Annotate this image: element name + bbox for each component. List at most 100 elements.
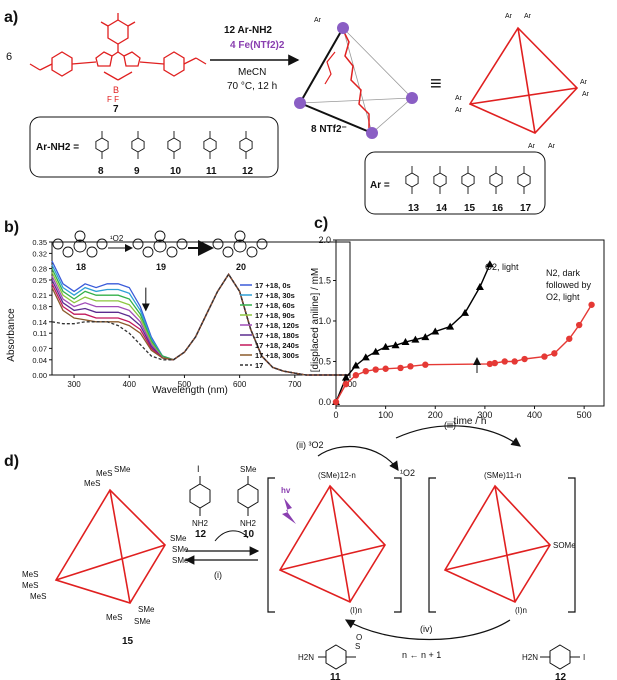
bracket-left-2 <box>428 477 436 613</box>
aniline-10-nh2: NH2 <box>240 519 257 528</box>
t15-sme-right-1: SMe <box>170 534 187 543</box>
ar-vertex-left-1: Ar <box>455 95 463 102</box>
compound-20-number: 20 <box>236 262 246 272</box>
legend-entry: 17 +18, 240s <box>255 341 299 350</box>
benzene-ring <box>461 172 475 188</box>
x-tick-label: 800 <box>343 380 357 389</box>
data-point-triangle <box>351 361 360 369</box>
t15-sme-right-2: SMe <box>172 545 189 554</box>
aniline-11-h2n: H2N <box>298 653 314 662</box>
panel-a-label: a) <box>4 9 18 26</box>
data-point-circle <box>511 358 518 365</box>
y-tick-label: 0.07 <box>32 344 47 353</box>
bracket-right-1 <box>394 477 402 613</box>
conditions-label: 70 °C, 12 h <box>227 81 277 92</box>
anion-label: 8 NTf2⁻ <box>311 124 347 135</box>
t15-sme-top-2: SMe <box>114 465 131 474</box>
hv-label: hv <box>281 486 291 495</box>
ar-vertex-top-2: Ar <box>524 13 532 20</box>
data-point-circle <box>382 365 389 372</box>
step-iv-arrow <box>344 619 511 641</box>
compound-15-number: 15 <box>122 636 134 647</box>
compound-19-number: 19 <box>156 262 166 272</box>
aniline-11-structure <box>318 644 356 670</box>
tetrahedron-15 <box>54 488 167 604</box>
data-point-circle <box>588 301 595 308</box>
ar-vertex-left-2: Ar <box>455 107 463 114</box>
x-tick-label: 700 <box>288 380 302 389</box>
data-point-circle <box>491 359 499 367</box>
plot-frame <box>51 241 351 376</box>
panel-d-label: d) <box>4 453 19 470</box>
aniline-11-sulfoxide: S <box>355 642 360 651</box>
compound-12b-number: 12 <box>555 672 567 680</box>
t15-sme-bottom-1: SMe <box>138 605 155 614</box>
aryl-15 <box>461 166 475 194</box>
t15-sme-bottom-2: MeS <box>106 613 122 622</box>
compound-number: 17 <box>520 203 532 214</box>
compound-7-number: 7 <box>113 104 119 115</box>
reagent-amine: 12 Ar-NH2 <box>224 25 272 36</box>
y-tick-label: 0.35 <box>32 238 47 247</box>
boron-label: B <box>113 85 119 95</box>
y-tick-label: 0.00 <box>32 371 47 380</box>
compound-number: 16 <box>492 203 504 214</box>
fluorine-label: F F <box>107 95 119 104</box>
some-label: SOMe <box>553 541 576 550</box>
benzene-ring <box>131 137 145 153</box>
panel-c-label: c) <box>314 215 328 232</box>
y-tick-label: 0.11 <box>33 329 47 338</box>
x-tick-label: 400 <box>527 410 542 420</box>
annot-n2-line1: N2, dark <box>546 268 581 278</box>
step-ii-arrow <box>317 445 399 471</box>
aniline-12-structure <box>189 476 211 516</box>
panel-a: a) 6 B F F 7 <box>4 9 590 215</box>
data-point-circle <box>342 380 350 388</box>
benzene-ring <box>167 137 181 153</box>
iodo-label: I <box>197 464 200 474</box>
panel-b-label: b) <box>4 219 19 236</box>
compound-number: 12 <box>242 166 254 177</box>
data-point-circle <box>352 372 360 379</box>
aryl-box <box>364 151 546 215</box>
t15-sme-left-1: MeS <box>22 570 38 579</box>
t15-sme-left-3: MeS <box>30 592 46 601</box>
legend-entry: 17 +18, 0s <box>255 281 291 290</box>
data-point-triangle <box>391 341 400 349</box>
y-tick-label: 0.32 <box>32 249 47 258</box>
benzene-ring <box>489 172 503 188</box>
data-point-circle <box>501 358 508 365</box>
y-tick-label: 0.5 <box>318 356 331 366</box>
t15-sme-left-2: MeS <box>22 581 38 590</box>
legend-entry: 17 +18, 60s <box>255 301 295 310</box>
curved-arrow-i <box>214 530 249 542</box>
data-point-triangle <box>411 335 420 343</box>
t15-sme-top-3: MeS <box>84 479 100 488</box>
bracket-left-1 <box>267 477 275 613</box>
iodo-n-label-1: (I)n <box>350 606 362 615</box>
compound-12-number: 12 <box>195 529 207 540</box>
cage-ar-label: Ar <box>314 17 322 24</box>
x-tick-label: 100 <box>378 410 393 420</box>
iodo-n-label-2: (I)n <box>515 606 527 615</box>
y-tick-label: 0.04 <box>32 356 47 365</box>
y-tick-label: 0.21 <box>32 291 47 300</box>
data-point-circle <box>407 363 414 370</box>
step-i-label: (i) <box>214 570 222 580</box>
chart-c-xlabel: time / h <box>454 416 487 427</box>
chart-b-ylabel: Absorbance <box>6 308 17 362</box>
aniline-box-label: Ar-NH2 = <box>36 142 79 153</box>
x-tick-label: 0 <box>333 410 338 420</box>
series-line-17-18-30s <box>51 264 350 376</box>
data-point-circle <box>541 353 548 360</box>
legend-entry: 17 <box>255 361 263 370</box>
step-iv-label: (iv) <box>420 624 433 634</box>
data-point-circle <box>566 335 573 342</box>
aryl-14 <box>433 166 447 194</box>
equivalence-symbol: ≡ <box>430 73 442 95</box>
scheme-reagent: ¹O2 <box>110 234 124 243</box>
chart-b-xlabel: Wavelength (nm) <box>152 385 228 396</box>
